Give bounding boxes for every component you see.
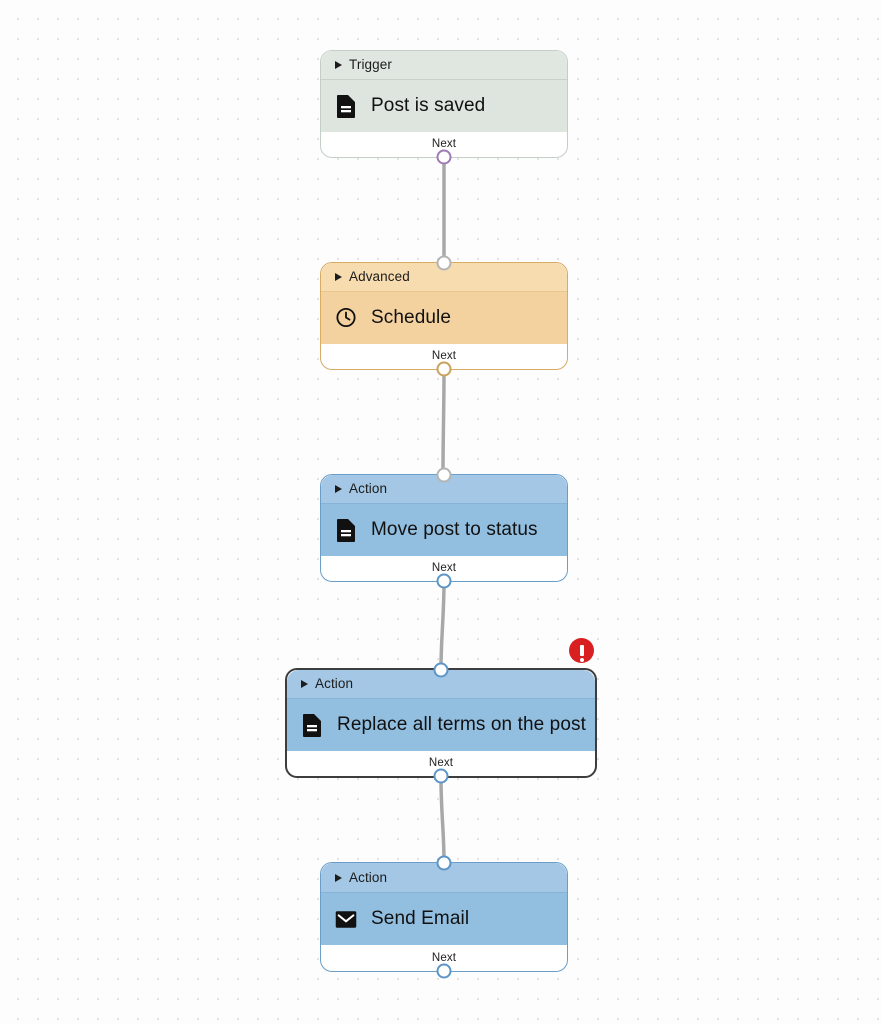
node-header[interactable]: Trigger: [321, 51, 567, 80]
node-input-port[interactable]: [433, 662, 449, 678]
node-output-port[interactable]: [436, 573, 452, 589]
node-body[interactable]: Replace all terms on the post: [287, 698, 595, 751]
node-next-label: Next: [431, 138, 457, 151]
clock-icon: [335, 306, 357, 330]
chevron-right-icon[interactable]: [335, 272, 342, 281]
node-input-port[interactable]: [436, 855, 452, 871]
document-icon: [335, 94, 357, 118]
node-body[interactable]: Post is saved: [321, 79, 567, 132]
chevron-right-icon[interactable]: [335, 60, 342, 69]
workflow-node-trigger[interactable]: Trigger Post is saved Next: [320, 50, 568, 165]
workflow-node-replace-all-terms[interactable]: Action Replace all terms on the post Nex…: [285, 662, 597, 784]
envelope-icon: [335, 907, 357, 931]
error-badge[interactable]: [569, 638, 594, 663]
edge-advanced-to-move-post: [441, 368, 446, 476]
document-icon: [301, 713, 323, 737]
node-title: Schedule: [371, 306, 452, 328]
edge-replace-terms-to-send-email: [439, 776, 446, 864]
node-title: Move post to status: [371, 518, 538, 540]
node-category-label: Trigger: [349, 57, 392, 73]
node-output-port[interactable]: [436, 149, 452, 165]
node-next-label: Next: [431, 562, 457, 575]
node-category-label: Action: [349, 481, 388, 497]
node-input-port[interactable]: [436, 255, 452, 271]
workflow-node-send-email[interactable]: Action Send Email Next: [320, 855, 568, 979]
node-body[interactable]: Schedule: [321, 291, 567, 344]
node-title: Post is saved: [371, 94, 486, 116]
node-title: Replace all terms on the post: [337, 713, 586, 735]
node-category-label: Advanced: [349, 269, 410, 285]
edge-move-post-to-replace-terms: [439, 580, 446, 670]
node-body[interactable]: Move post to status: [321, 503, 567, 556]
node-body[interactable]: Send Email: [321, 893, 567, 945]
node-next-label: Next: [431, 350, 457, 363]
node-category-label: Action: [349, 870, 388, 885]
document-icon: [335, 518, 357, 542]
exclamation-icon: [579, 645, 584, 662]
node-output-port[interactable]: [436, 361, 452, 377]
chevron-right-icon[interactable]: [335, 484, 342, 493]
node-next-label: Next: [431, 952, 457, 964]
node-category-label: Action: [315, 676, 354, 692]
chevron-right-icon[interactable]: [335, 873, 342, 882]
node-next-label: Next: [428, 757, 454, 770]
node-output-port[interactable]: [433, 768, 449, 784]
node-output-port[interactable]: [436, 963, 452, 979]
workflow-node-advanced[interactable]: Advanced Schedule Next: [320, 255, 568, 377]
node-title: Send Email: [371, 908, 470, 929]
node-input-port[interactable]: [436, 467, 452, 483]
workflow-node-move-post-to-status[interactable]: Action Move post to status Next: [320, 467, 568, 589]
chevron-right-icon[interactable]: [301, 679, 308, 688]
